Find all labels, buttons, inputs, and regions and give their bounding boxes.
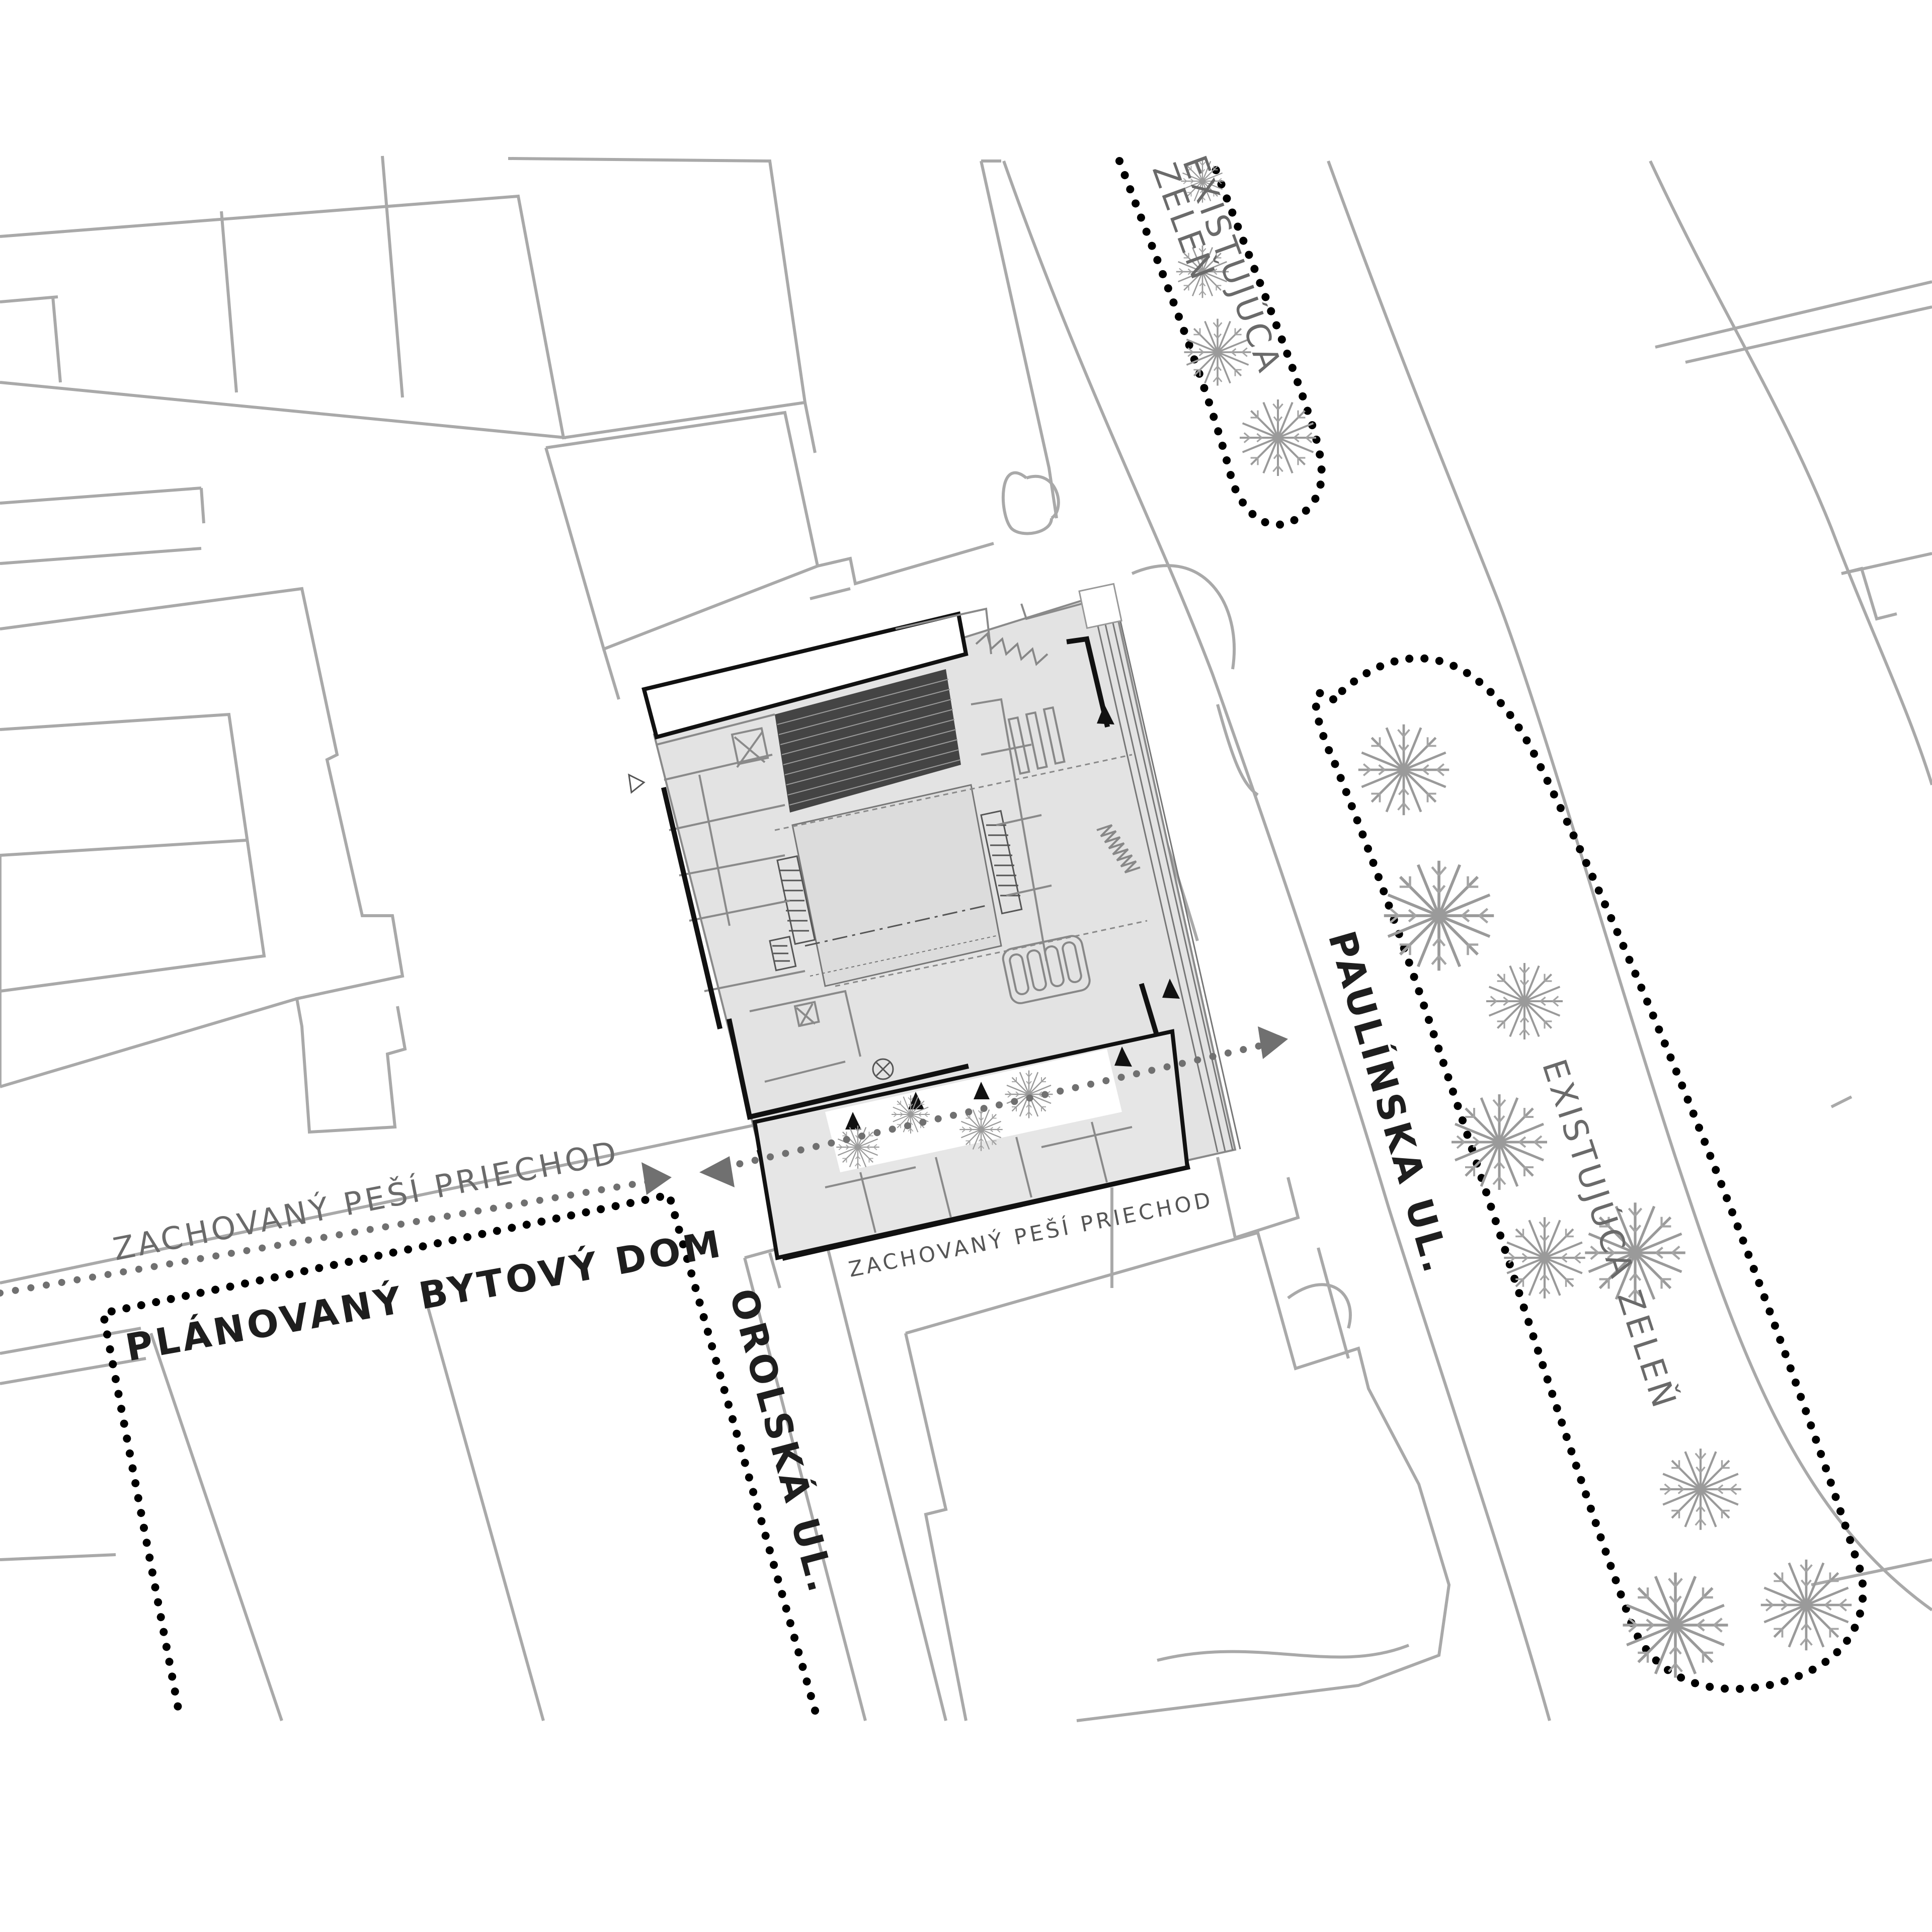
existing-green-top [1115,157,1326,529]
context-buildings [0,155,1932,1722]
label-existing-green-right: EXISTUJÚCA ZELEŇ [1535,1055,1684,1415]
auditorium-seating [775,669,961,813]
label-street-orolska: OROLSKÁ UL. [721,1284,845,1599]
building-top-wing [641,611,969,740]
building-floor-plan [628,583,1241,1261]
label-preserved-passage-left: ZACHOVANÝ PEŠÍ PRIECHOD [110,1134,622,1268]
planned-building-boundary [98,1190,819,1715]
entrance-arrow-icon [628,773,646,794]
main-hall [791,784,1002,987]
label-street-paulinska: PAULÍNSKA UL. [1320,926,1460,1280]
existing-green-right [1312,654,1867,1693]
preserved-passage-path [0,1026,1288,1297]
